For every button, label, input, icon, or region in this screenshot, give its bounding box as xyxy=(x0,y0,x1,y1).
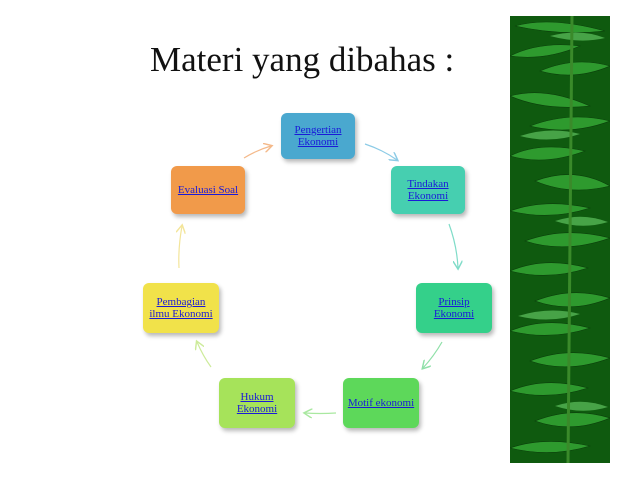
node-evaluasi-soal-link[interactable]: Evaluasi Soal xyxy=(177,184,239,196)
arrow-motif-to-hukum xyxy=(305,413,337,414)
node-motif-ekonomi: Motif ekonomi xyxy=(343,378,419,428)
arrow-pembagian-to-evaluasi xyxy=(179,226,182,269)
arrow-prinsip-to-motif xyxy=(423,341,443,368)
slide-title: Materi yang dibahas : xyxy=(150,40,455,79)
node-pembagian-ilmu-ekonomi-link[interactable]: Pembagian ilmu Ekonomi xyxy=(149,296,213,320)
node-prinsip-ekonomi-link[interactable]: Prinsip Ekonomi xyxy=(433,296,475,320)
node-pembagian-ilmu-ekonomi: Pembagian ilmu Ekonomi xyxy=(143,283,219,333)
node-motif-ekonomi-link[interactable]: Motif ekonomi xyxy=(347,397,415,409)
node-evaluasi-soal: Evaluasi Soal xyxy=(171,166,245,214)
arrow-pengertian-to-tindakan xyxy=(364,143,397,160)
arrow-evaluasi-to-pengertian xyxy=(243,146,271,159)
node-pengertian-ekonomi: Pengertian Ekonomi xyxy=(281,113,355,159)
node-pengertian-ekonomi-link[interactable]: Pengertian Ekonomi xyxy=(294,124,342,148)
arrow-hukum-to-pembagian xyxy=(197,342,212,368)
node-prinsip-ekonomi: Prinsip Ekonomi xyxy=(416,283,492,333)
bamboo-decoration xyxy=(510,16,610,463)
node-hukum-ekonomi: Hukum Ekonomi xyxy=(219,378,295,428)
arrow-tindakan-to-prinsip xyxy=(448,223,458,268)
node-tindakan-ekonomi: Tindakan Ekonomi xyxy=(391,166,465,214)
node-tindakan-ekonomi-link[interactable]: Tindakan Ekonomi xyxy=(407,178,449,202)
node-hukum-ekonomi-link[interactable]: Hukum Ekonomi xyxy=(236,391,278,415)
